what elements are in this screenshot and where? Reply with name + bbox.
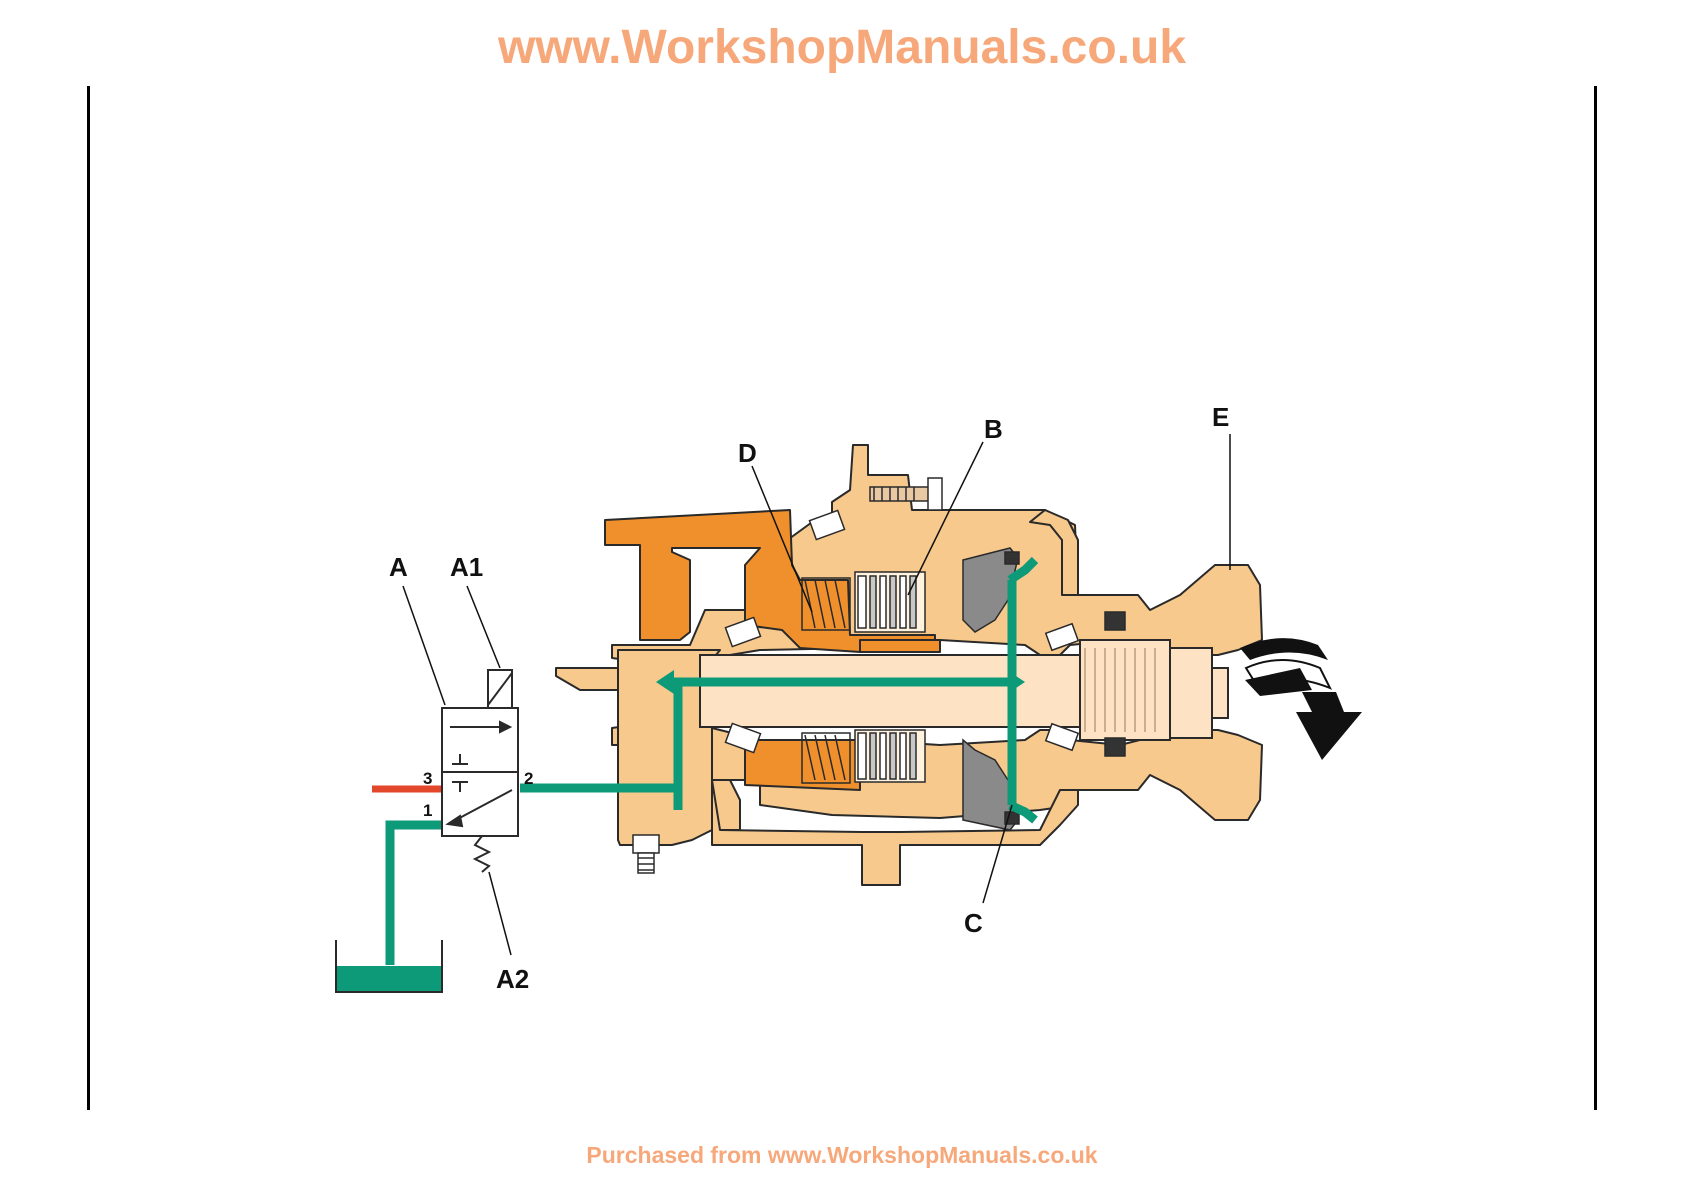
reservoir-line (390, 825, 442, 965)
label-c: C (964, 908, 983, 938)
watermark-footer: Purchased from www.WorkshopManuals.co.uk (0, 1142, 1684, 1169)
port-2-label: 2 (524, 769, 533, 788)
main-shaft (700, 640, 1170, 740)
return-spring (475, 836, 489, 872)
label-a2: A2 (496, 964, 529, 994)
label-e: E (1212, 402, 1229, 432)
bleed-screw (633, 835, 659, 873)
label-a1: A1 (450, 552, 483, 582)
solenoid-valve (442, 670, 518, 872)
label-a: A (389, 552, 408, 582)
port-1-label: 1 (423, 801, 432, 820)
rotation-arrow-icon (1240, 638, 1362, 760)
label-d: D (738, 438, 757, 468)
clutch-pack-lower (855, 730, 925, 782)
output-flange (1170, 648, 1228, 738)
port-3-label: 3 (423, 769, 432, 788)
label-b: B (984, 414, 1003, 444)
